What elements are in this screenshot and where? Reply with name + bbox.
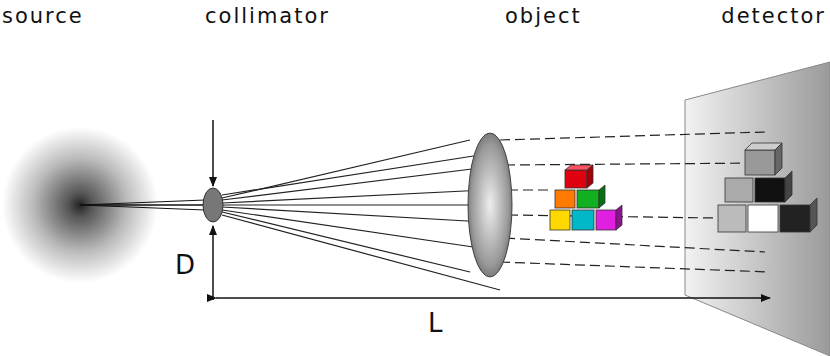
part-label: collimator (205, 4, 330, 28)
collimator-aperture (203, 188, 223, 222)
beam-dashes (500, 132, 770, 272)
beam-lines (222, 140, 500, 290)
part-label: source (2, 4, 84, 28)
dimension-label: D (175, 250, 195, 280)
detector-plate (685, 62, 830, 356)
d-arrow (212, 226, 214, 300)
l-arrow (216, 297, 770, 299)
dimension-label: L (428, 308, 443, 338)
part-label: object (505, 4, 582, 28)
aperture-arrow (212, 120, 214, 186)
detector-image (718, 143, 817, 232)
object-cubes (550, 165, 622, 230)
part-label: detector (721, 4, 826, 28)
lens (468, 133, 512, 277)
